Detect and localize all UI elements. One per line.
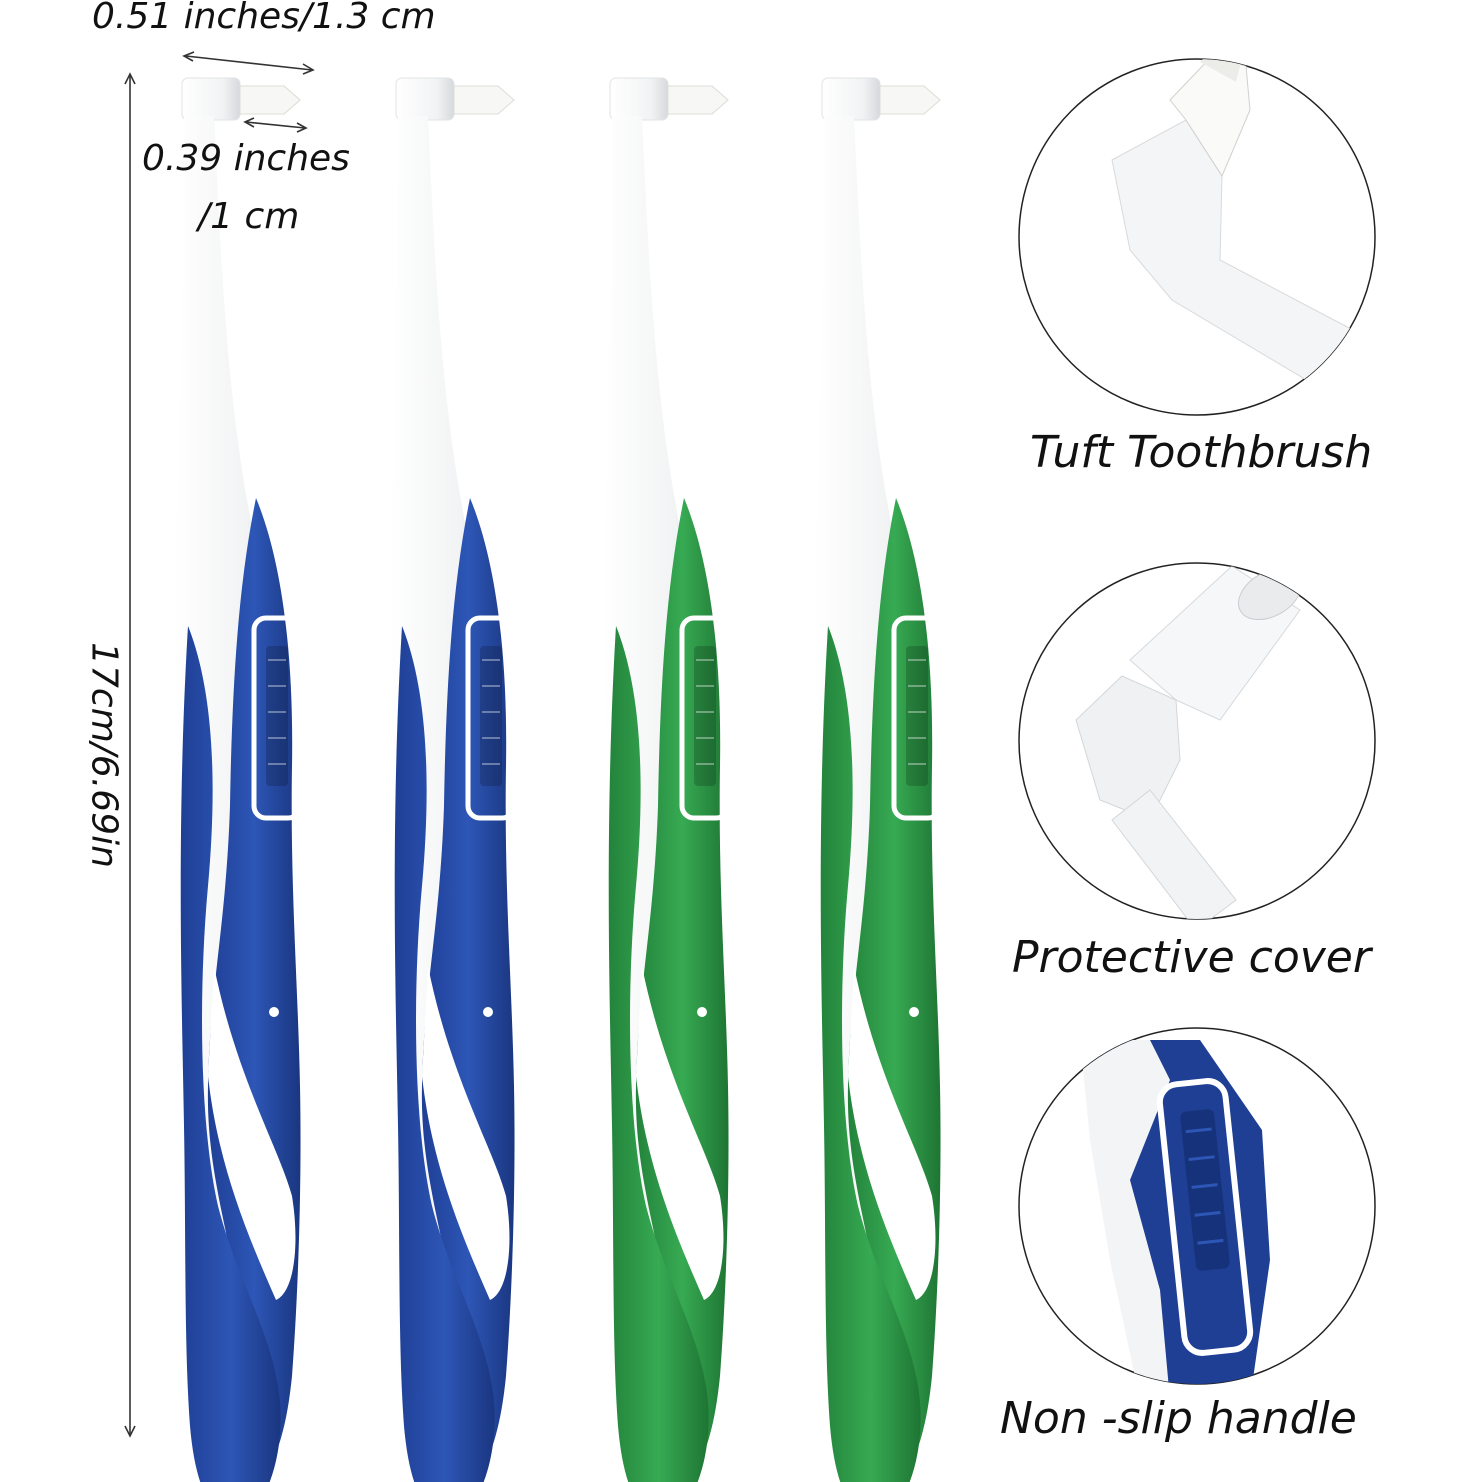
zoom-circle-tuft (1018, 58, 1376, 416)
caption-tuft-toothbrush: Tuft Toothbrush (1030, 427, 1373, 478)
toothbrush-green-left (602, 77, 731, 1482)
dimension-arrows (124, 51, 315, 1438)
total-length-label: 17cm/6.69in (83, 642, 125, 868)
zoom-circle-handle (1018, 1027, 1376, 1385)
toothbrush-blue-right (388, 77, 517, 1482)
toothbrush-blue-left (174, 77, 303, 1482)
tuft-length-label-line2: /1 cm (198, 196, 300, 237)
head-length-label: 0.51 inches/1.3 cm (92, 0, 436, 37)
caption-protective-cover: Protective cover (1012, 932, 1371, 983)
zoom-circle-cover (1018, 562, 1376, 920)
toothbrush-green-right (814, 77, 943, 1482)
tuft-length-label-line1: 0.39 inches (142, 138, 350, 179)
caption-non-slip-handle: Non -slip handle (1000, 1393, 1357, 1444)
